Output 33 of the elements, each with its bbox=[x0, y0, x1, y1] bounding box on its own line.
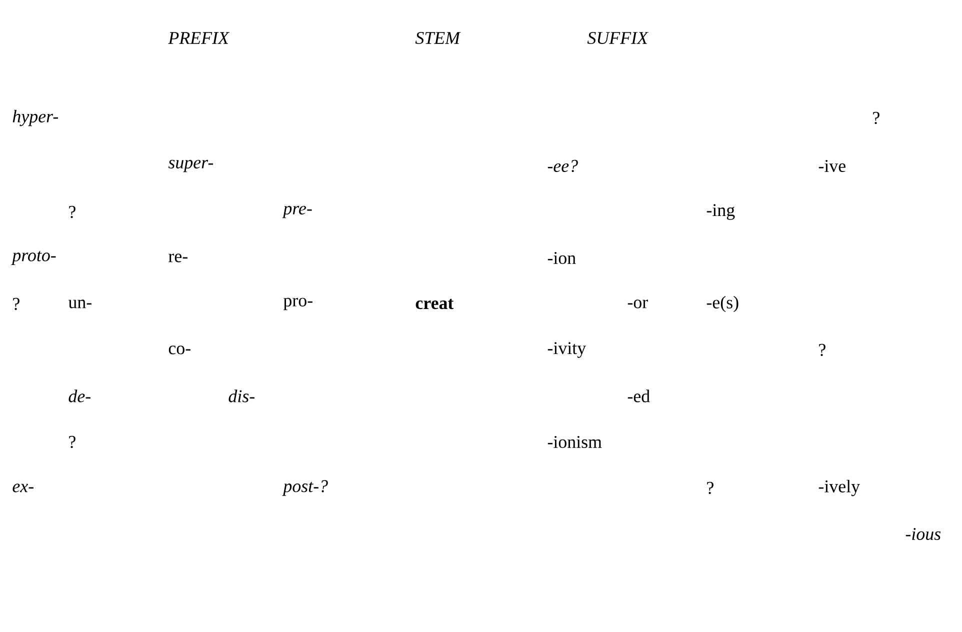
question-mark: ? bbox=[873, 112, 880, 124]
column-heading: SUFFIX bbox=[587, 32, 649, 44]
column-heading: PREFIX bbox=[168, 32, 230, 44]
prefix-text: de- bbox=[68, 390, 90, 402]
suffix-text: -e(s) bbox=[706, 296, 738, 312]
suffix-text: -ing bbox=[706, 204, 735, 220]
question-mark: ? bbox=[819, 344, 826, 356]
question-mark: ? bbox=[69, 436, 76, 448]
prefix-text: post-? bbox=[282, 480, 328, 496]
prefix-text: co- bbox=[168, 346, 190, 354]
prefix-text: pro- bbox=[284, 298, 312, 310]
prefix-text: super- bbox=[168, 160, 214, 172]
stem-text: creat bbox=[416, 298, 454, 310]
suffix-text: -ively bbox=[818, 480, 860, 496]
prefix-text: ex- bbox=[12, 484, 34, 492]
suffix-text: -ive bbox=[818, 160, 846, 172]
suffix-text: -ee? bbox=[548, 160, 578, 172]
suffix-text: -ious bbox=[906, 528, 941, 540]
prefix-text: pre- bbox=[282, 206, 312, 218]
prefix-text: dis- bbox=[228, 390, 254, 402]
column-heading: STEM bbox=[415, 32, 461, 44]
suffix-text: -ion bbox=[548, 252, 576, 264]
prefix-text: hyper- bbox=[12, 110, 58, 126]
suffix-text: -ionism bbox=[548, 436, 602, 448]
prefix-text: un- bbox=[68, 300, 92, 308]
question-mark: ? bbox=[707, 482, 714, 494]
suffix-text: -ivity bbox=[548, 342, 586, 358]
question-mark: ? bbox=[69, 206, 76, 218]
suffix-text: -or bbox=[628, 300, 648, 308]
prefix-text: re- bbox=[168, 254, 188, 262]
prefix-text: proto- bbox=[11, 251, 56, 265]
question-mark: ? bbox=[13, 298, 20, 310]
suffix-text: -ed bbox=[628, 390, 650, 402]
